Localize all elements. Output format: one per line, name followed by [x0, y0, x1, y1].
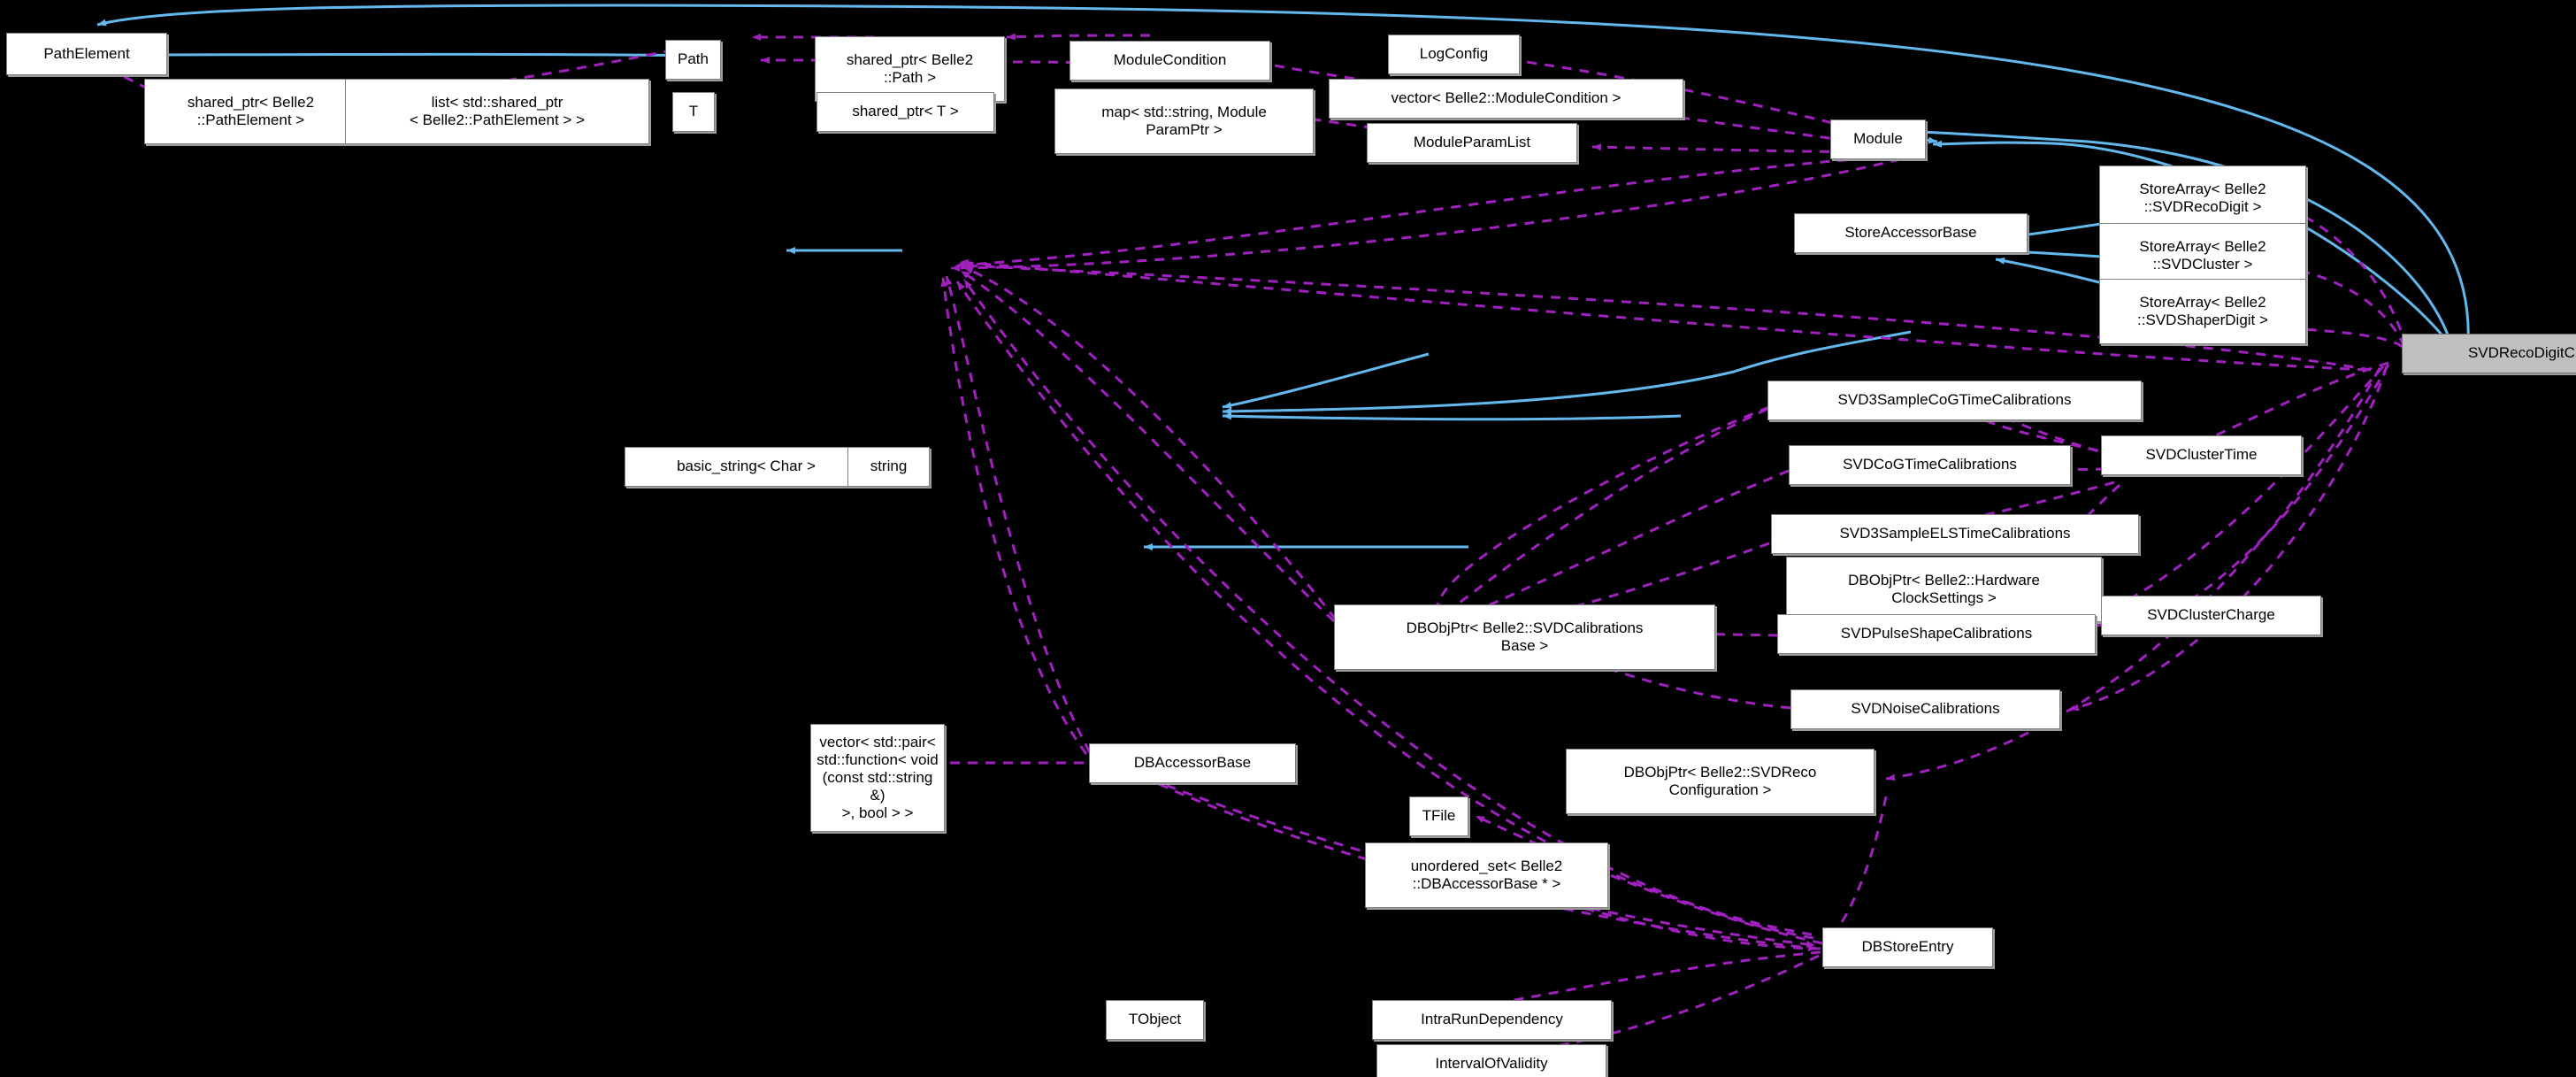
edge-usage: [950, 158, 1901, 272]
edge-usage: [2143, 364, 2390, 630]
node-intrarundependency[interactable]: IntraRunDependency: [1372, 1000, 1612, 1040]
node-svdcogtimecal[interactable]: SVDCoGTimeCalibrations: [1789, 445, 2071, 485]
node-label: SVDRecoDigitCreatorModule: [2467, 344, 2576, 362]
node-label: DBObjPtr< Belle2::Hardware ClockSettings…: [1848, 571, 2040, 606]
node-label: shared_ptr< Belle2 ::PathElement >: [187, 93, 315, 128]
node-svd3samplecog[interactable]: SVD3SampleCoGTimeCalibrations: [1767, 381, 2142, 420]
node-label: vector< std::pair< std::function< void (…: [816, 733, 939, 822]
node-svdclustercharge[interactable]: SVDClusterCharge: [2101, 596, 2321, 635]
node-label: StoreArray< Belle2 ::SVDShaperDigit >: [2137, 293, 2268, 328]
edge-usage: [1829, 796, 1888, 939]
edge-usage: [1433, 405, 1770, 612]
edge-usage: [960, 269, 1336, 623]
node-label: IntraRunDependency: [1421, 1011, 1563, 1028]
node-label: StoreAccessorBase: [1844, 224, 1977, 242]
node-label: shared_ptr< Belle2 ::Path >: [846, 50, 974, 86]
node-label: basic_string< Char >: [677, 458, 816, 475]
node-sasvdrecodigit[interactable]: StoreArray< Belle2 ::SVDRecoDigit >: [2099, 165, 2306, 231]
node-label: DBStoreEntry: [1861, 938, 1954, 956]
node-logconfig[interactable]: LogConfig: [1388, 35, 1520, 74]
node-label: ModuleCondition: [1113, 51, 1227, 69]
node-vectormodcond[interactable]: vector< Belle2::ModuleCondition >: [1329, 79, 1683, 119]
node-dbaccessorbase[interactable]: DBAccessorBase: [1089, 743, 1296, 783]
node-label: IntervalOfValidity: [1435, 1055, 1548, 1073]
node-label: Path: [678, 50, 709, 68]
node-tfile[interactable]: TFile: [1409, 796, 1468, 836]
edge-usage: [1006, 33, 1151, 41]
node-basicstringchar[interactable]: basic_string< Char >: [625, 447, 868, 487]
node-sharedptrpathel[interactable]: shared_ptr< Belle2 ::PathElement >: [144, 79, 357, 144]
node-storeaccessorbase[interactable]: StoreAccessorBase: [1794, 213, 2028, 253]
node-vectorpairfunc[interactable]: vector< std::pair< std::function< void (…: [810, 724, 945, 832]
node-dbobjsvdcalibbase[interactable]: DBObjPtr< Belle2::SVDCalibrations Base >: [1334, 604, 1715, 670]
node-t[interactable]: T: [672, 92, 715, 132]
node-label: LogConfig: [1419, 45, 1489, 63]
node-svdrecodigitcreatormodule[interactable]: SVDRecoDigitCreatorModule: [2402, 334, 2576, 373]
node-moduleparamlist[interactable]: ModuleParamList: [1367, 123, 1577, 163]
node-unorderedsetdb[interactable]: unordered_set< Belle2 ::DBAccessorBase *…: [1365, 842, 1608, 908]
node-label: SVDClusterCharge: [2147, 606, 2275, 624]
node-sharedptrt[interactable]: shared_ptr< T >: [816, 92, 994, 132]
node-label: StoreArray< Belle2 ::SVDRecoDigit >: [2139, 180, 2266, 215]
node-listsharedptr[interactable]: list< std::shared_ptr < Belle2::PathElem…: [345, 79, 649, 144]
edge-usage: [1443, 407, 1768, 616]
node-label: DBObjPtr< Belle2::SVDCalibrations Base >: [1406, 619, 1644, 654]
edge-inherit: [104, 50, 709, 58]
node-intervalofvalidity[interactable]: IntervalOfValidity: [1376, 1044, 1606, 1077]
node-label: SVD3SampleELSTimeCalibrations: [1839, 525, 2071, 542]
node-label: TObject: [1128, 1011, 1182, 1028]
node-dbobjhardwareclock[interactable]: DBObjPtr< Belle2::Hardware ClockSettings…: [1786, 557, 2102, 622]
node-svd3sampleels[interactable]: SVD3SampleELSTimeCalibrations: [1771, 514, 2139, 554]
node-label: SVDClusterTime: [2145, 446, 2258, 464]
node-path[interactable]: Path: [665, 40, 721, 80]
node-label: vector< Belle2::ModuleCondition >: [1391, 89, 1622, 107]
node-label: TFile: [1422, 807, 1456, 825]
edge-usage: [940, 277, 1088, 755]
node-dbstoreentry[interactable]: DBStoreEntry: [1822, 927, 1993, 967]
edge-inherit: [1222, 352, 1430, 409]
edge-usage: [945, 275, 1092, 753]
node-label: StoreArray< Belle2 ::SVDCluster >: [2139, 237, 2266, 273]
node-sasvdcluster[interactable]: StoreArray< Belle2 ::SVDCluster >: [2099, 223, 2306, 288]
node-label: SVDNoiseCalibrations: [1851, 700, 2000, 718]
node-label: SVDPulseShapeCalibrations: [1840, 625, 2033, 642]
node-modulecondition[interactable]: ModuleCondition: [1070, 41, 1270, 81]
node-mapstringmodparam[interactable]: map< std::string, Module ParamPtr >: [1054, 88, 1314, 154]
node-label: DBAccessorBase: [1133, 754, 1252, 772]
node-svdpulseshapecal[interactable]: SVDPulseShapeCalibrations: [1777, 614, 2096, 654]
node-label: shared_ptr< T >: [852, 103, 959, 120]
edge-inherit: [1222, 412, 1682, 421]
node-label: DBObjPtr< Belle2::SVDReco Configuration …: [1623, 763, 1817, 798]
node-pathelement[interactable]: PathElement: [6, 33, 167, 75]
node-module[interactable]: Module: [1830, 119, 1926, 159]
node-label: list< std::shared_ptr < Belle2::PathElem…: [410, 93, 585, 128]
node-label: string: [870, 458, 908, 475]
node-label: SVD3SampleCoGTimeCalibrations: [1837, 391, 2072, 409]
node-string[interactable]: string: [847, 447, 930, 487]
edge-usage: [963, 265, 1338, 620]
edge-usage: [1462, 469, 1790, 618]
node-label: map< std::string, Module ParamPtr >: [1101, 103, 1267, 138]
node-dbobjsvdrecoconf[interactable]: DBObjPtr< Belle2::SVDReco Configuration …: [1566, 749, 1874, 814]
node-label: unordered_set< Belle2 ::DBAccessorBase *…: [1410, 857, 1563, 892]
node-svdclustertime[interactable]: SVDClusterTime: [2101, 435, 2302, 475]
node-label: T: [688, 103, 699, 120]
node-sasvdshaperdigit[interactable]: StoreArray< Belle2 ::SVDShaperDigit >: [2099, 279, 2306, 344]
node-label: SVDCoGTimeCalibrations: [1843, 456, 2017, 473]
node-svdnoisecal[interactable]: SVDNoiseCalibrations: [1790, 689, 2060, 729]
node-label: PathElement: [43, 44, 130, 62]
edge-usage: [954, 154, 1901, 269]
node-tobject[interactable]: TObject: [1106, 1000, 1204, 1040]
node-label: Module: [1853, 130, 1903, 148]
node-label: ModuleParamList: [1413, 134, 1531, 151]
node-sharedptrbelle2path[interactable]: shared_ptr< Belle2 ::Path >: [815, 36, 1005, 102]
